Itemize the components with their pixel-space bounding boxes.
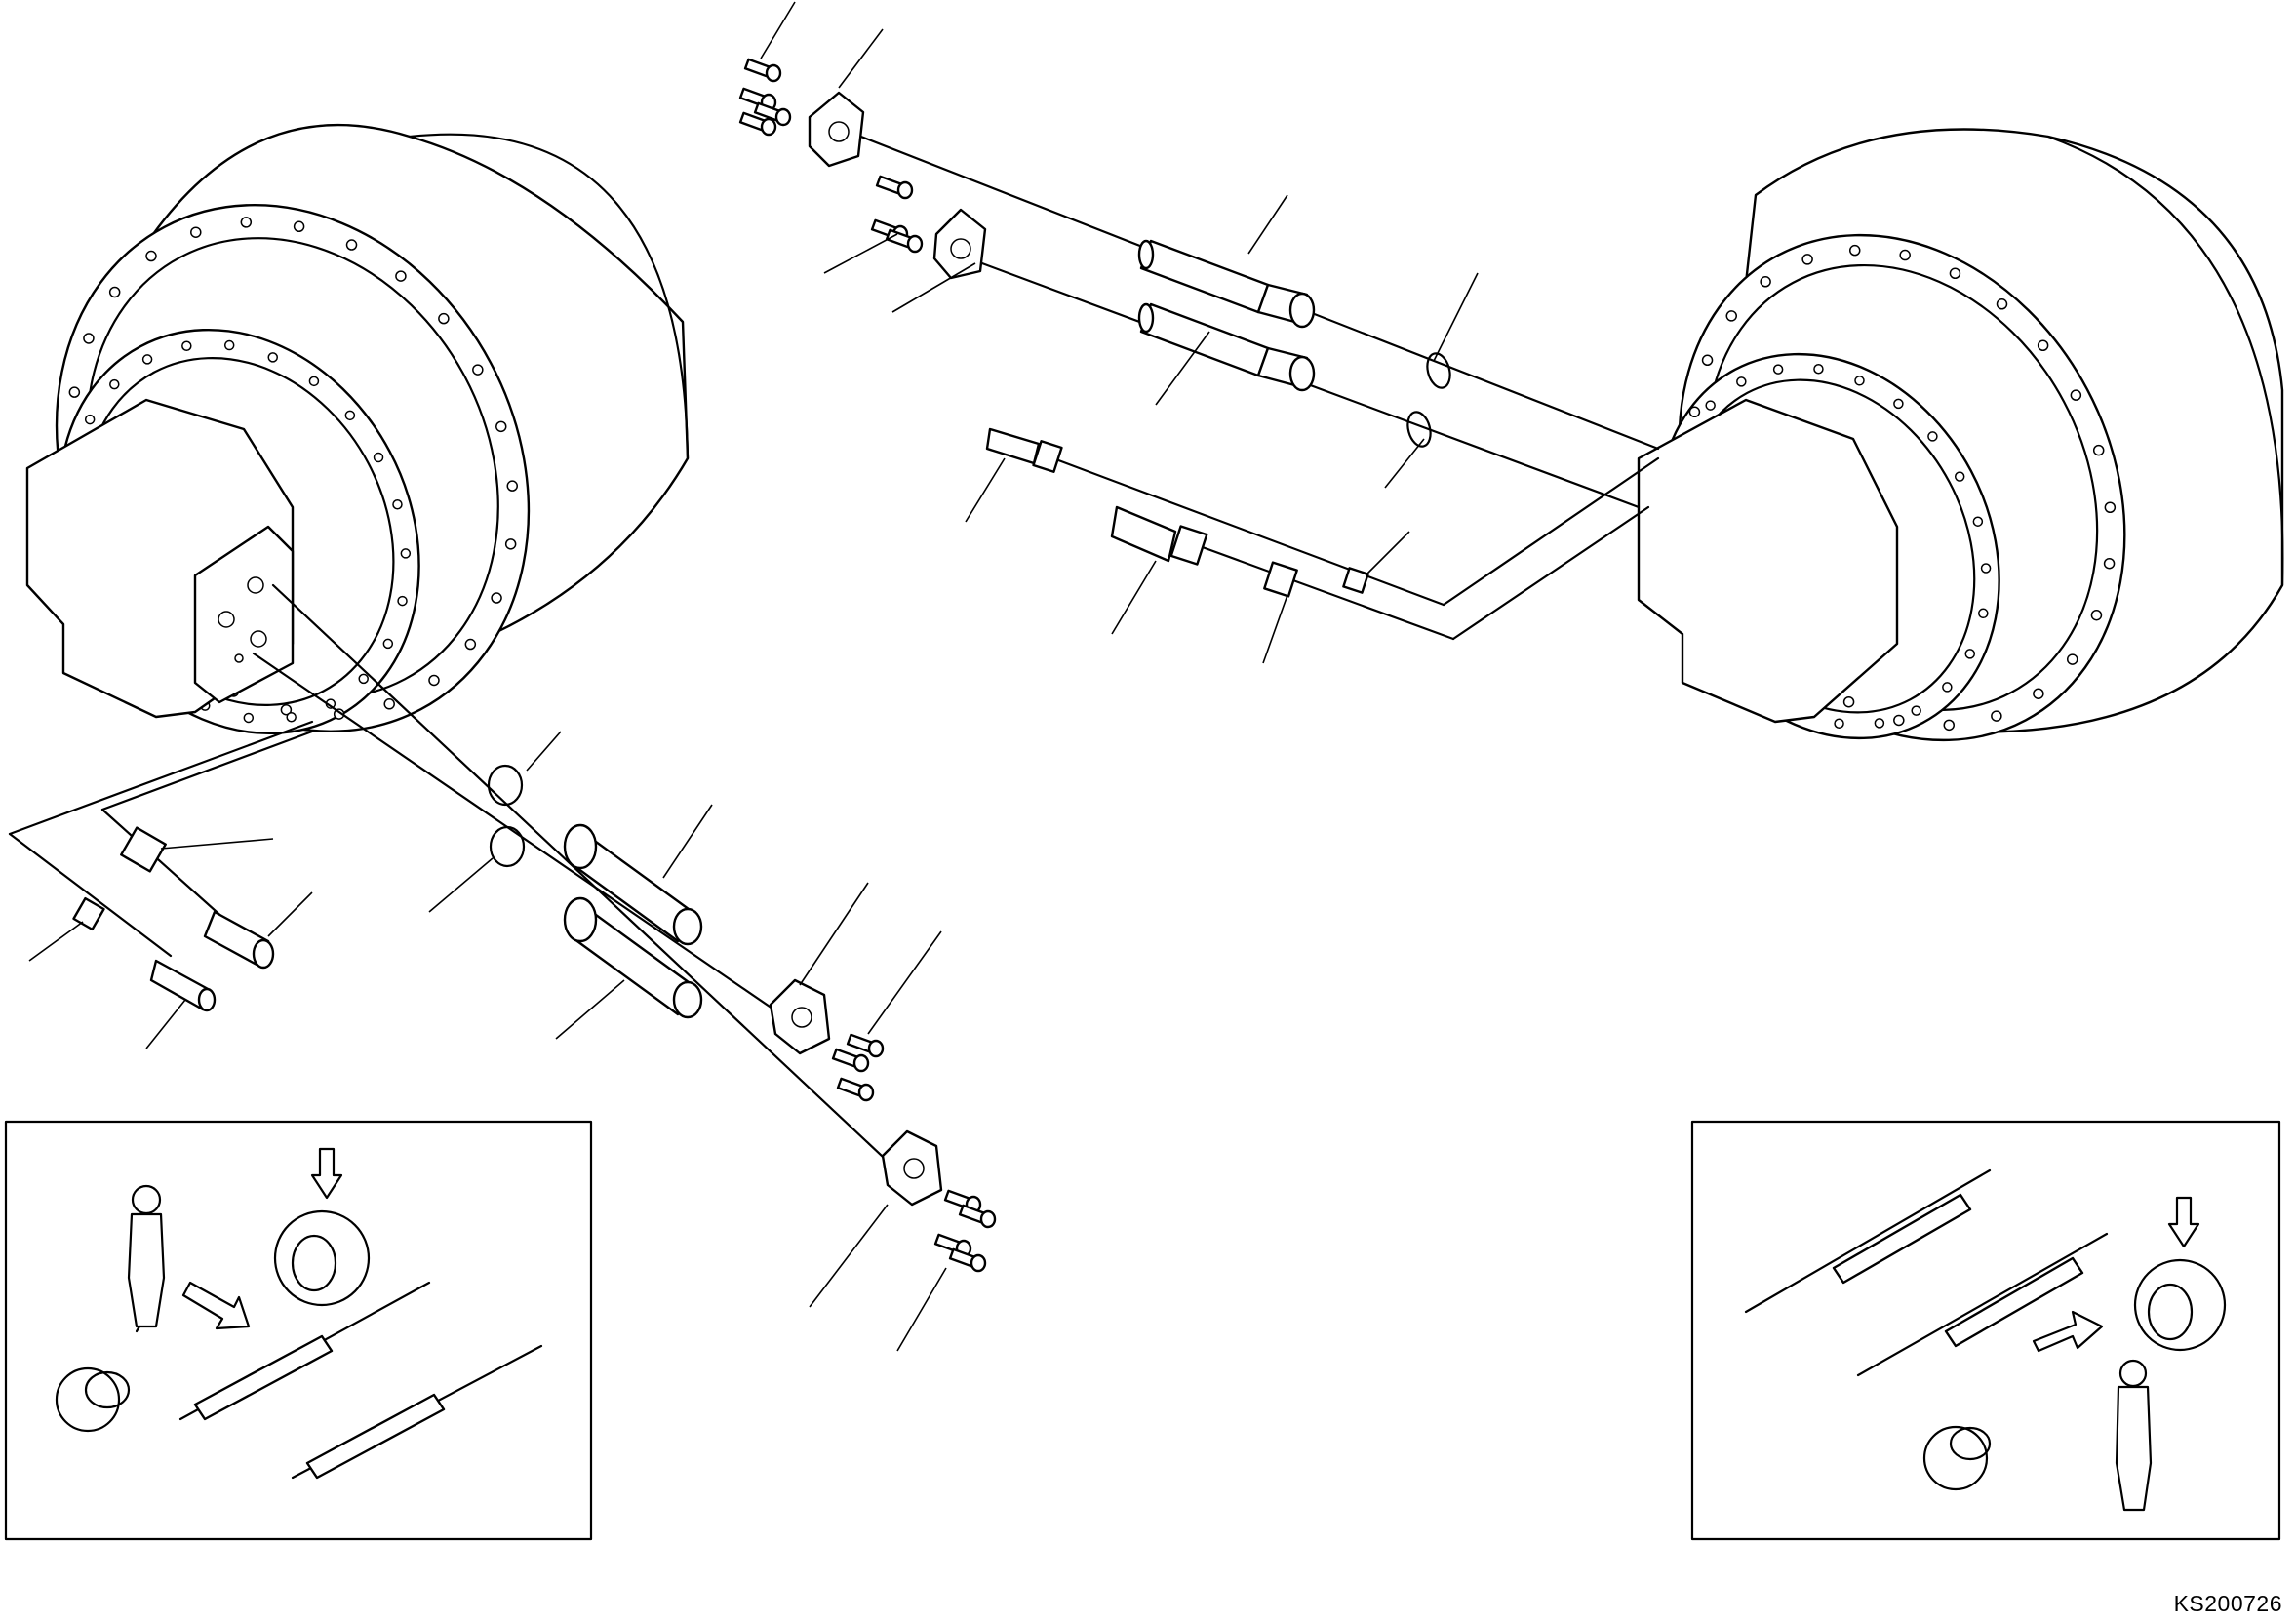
left-travel-motor: [25, 124, 690, 735]
hollow-down-arrow-icon: [2167, 1196, 2200, 1248]
hollow-diagonal-arrow-icon: [2032, 1310, 2104, 1353]
drawing-code: KS200726: [2173, 1591, 2282, 1616]
right-travel-motor: [1637, 128, 2284, 742]
inset-right-location-view: [1690, 1120, 2281, 1541]
hollow-down-arrow-icon: [310, 1147, 343, 1200]
inset-left-location-view: [4, 1120, 593, 1541]
hollow-diagonal-arrow-icon: [181, 1281, 251, 1330]
lower-hoses: [8, 583, 997, 1352]
upper-hoses: [738, 1, 1660, 664]
